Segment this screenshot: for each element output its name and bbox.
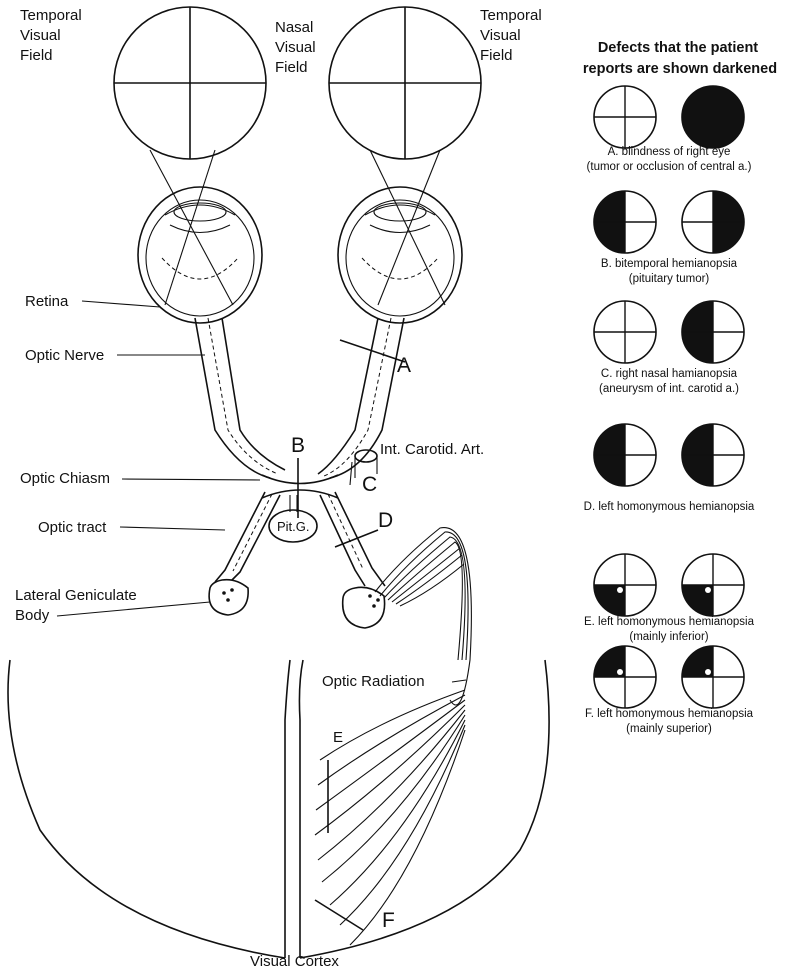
defect-f-right-field — [682, 646, 744, 708]
defect-d-caption: D. left homonymous hemianopsia — [584, 501, 755, 513]
marker-b: B — [291, 434, 305, 457]
cerebral-hemispheres — [8, 660, 549, 958]
nasal-field-label: Nasal Visual Field — [275, 19, 320, 76]
defect-f-caption: F. left homonymous hemianopsia(mainly su… — [585, 708, 754, 735]
defect-d-left-field — [594, 424, 656, 486]
left-lgb — [209, 580, 248, 615]
carotid-label: Int. Carotid. Art. — [380, 441, 484, 458]
marker-c: C — [362, 473, 377, 496]
left-temporal-label: Temporal Visual Field — [20, 7, 86, 64]
defects-heading: Defects that the patient reports are sho… — [583, 40, 777, 77]
marker-a: A — [397, 354, 411, 377]
pathway-labels: Retina Optic Nerve Optic Chiasm Optic tr… — [15, 293, 484, 970]
defect-b-left-field — [594, 191, 656, 253]
optic-tract-label: Optic tract — [38, 519, 107, 536]
marker-f: F — [382, 909, 395, 932]
right-eye — [338, 187, 462, 323]
lgb-label: Lateral Geniculate Body — [15, 587, 141, 624]
defect-e-caption: E. left homonymous hemianopsia(mainly in… — [584, 616, 755, 643]
defect-e-left-field — [594, 554, 656, 616]
optic-nerve-label: Optic Nerve — [25, 347, 104, 364]
defects-panel: A. blindness of right eye(tumor or occlu… — [584, 86, 755, 735]
left-visual-field — [114, 7, 266, 159]
defect-b-right-field — [682, 191, 744, 253]
defect-a-right-field — [682, 86, 744, 148]
defect-c-caption: C. right nasal hamianopsia(aneurysm of i… — [599, 368, 739, 395]
defect-row-b: B. bitemporal hemianopsia(pituitary tumo… — [594, 191, 744, 285]
right-lgb — [343, 587, 385, 628]
right-visual-field — [329, 7, 481, 159]
defect-c-right-field — [682, 301, 744, 363]
right-temporal-label: Temporal Visual Field — [480, 7, 546, 64]
marker-d: D — [378, 509, 393, 532]
light-rays — [150, 150, 445, 305]
visual-cortex-label: Visual Cortex — [250, 953, 339, 970]
pituitary-label: Pit.G. — [277, 519, 310, 534]
defect-row-e: E. left homonymous hemianopsia(mainly in… — [584, 554, 755, 643]
defect-f-left-field — [594, 646, 656, 708]
left-eye — [138, 187, 262, 323]
defect-row-f: F. left homonymous hemianopsia(mainly su… — [585, 646, 754, 735]
defect-e-right-field — [682, 554, 744, 616]
defect-c-left-field — [594, 301, 656, 363]
defect-row-d: D. left homonymous hemianopsia — [584, 424, 755, 513]
defect-row-a: A. blindness of right eye(tumor or occlu… — [587, 86, 752, 173]
optic-chiasm-label: Optic Chiasm — [20, 470, 110, 487]
marker-e: E — [333, 729, 343, 746]
defect-b-caption: B. bitemporal hemianopsia(pituitary tumo… — [601, 258, 738, 285]
defect-row-c: C. right nasal hamianopsia(aneurysm of i… — [594, 301, 744, 395]
lesion-lines — [298, 340, 405, 930]
defect-a-left-field — [594, 86, 656, 148]
retina-label: Retina — [25, 293, 69, 310]
defect-d-right-field — [682, 424, 744, 486]
optic-radiation-label: Optic Radiation — [322, 673, 425, 690]
defect-a-caption: A. blindness of right eye(tumor or occlu… — [587, 146, 752, 173]
